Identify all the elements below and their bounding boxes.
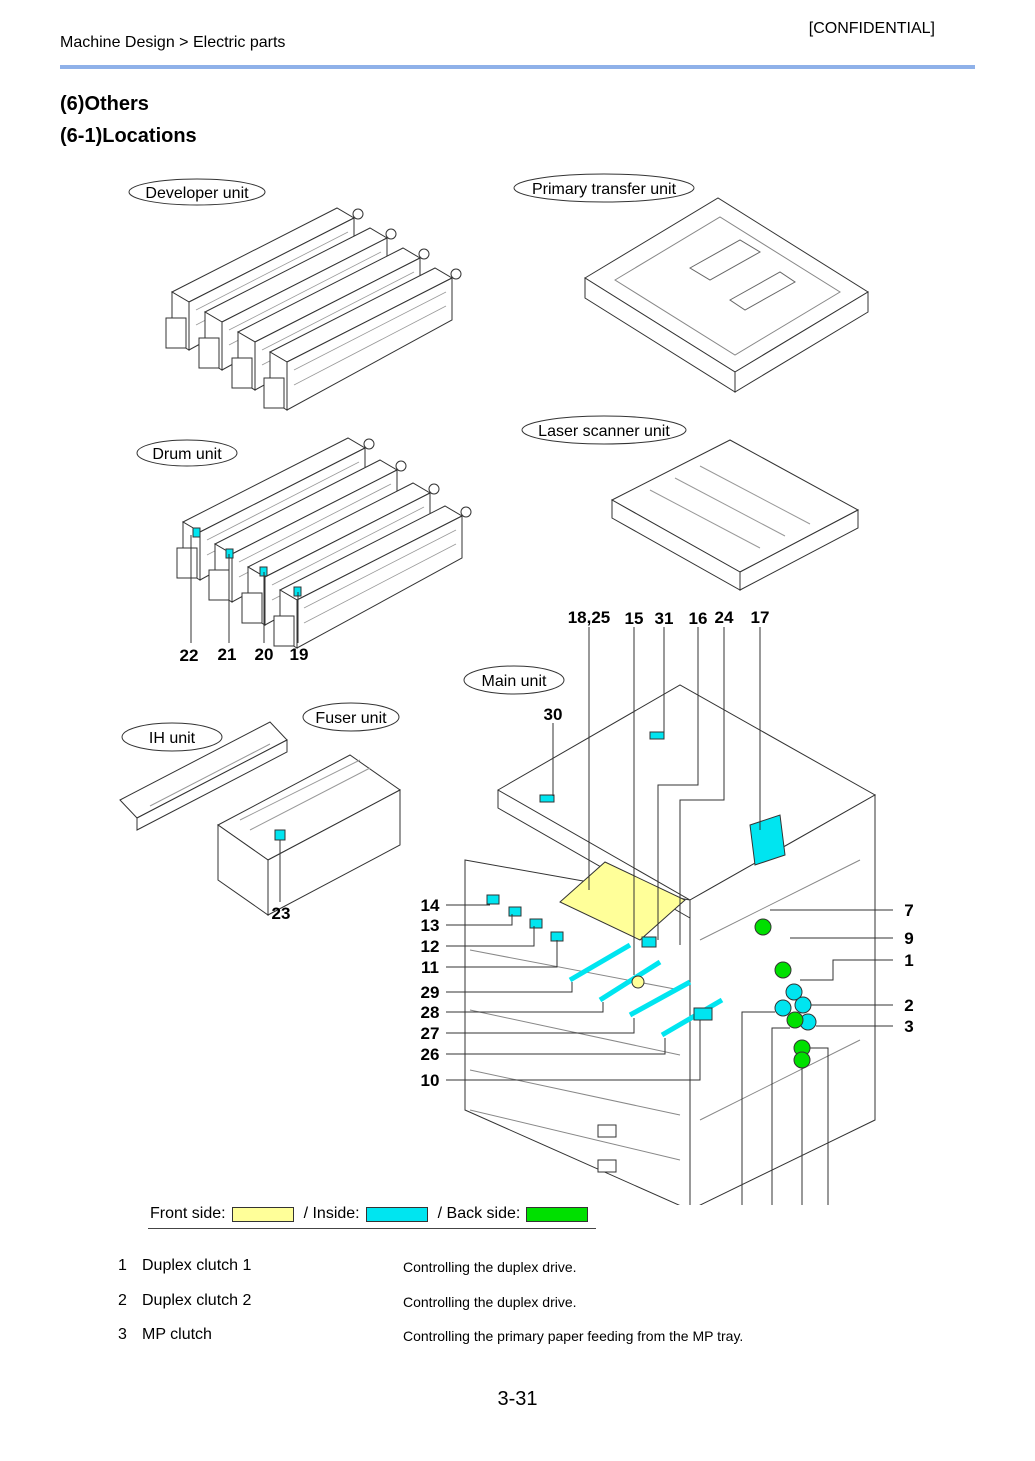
header-rule — [60, 65, 975, 69]
developer-unit-label: Developer unit — [145, 185, 249, 202]
fuser-sensor-23 — [274, 829, 286, 841]
drum-unit-label-oval — [136, 439, 238, 467]
callout-28: 28 — [421, 1003, 440, 1022]
callout-19: 19 — [290, 645, 309, 664]
table-row: 3 MP clutch Controlling the primary pape… — [0, 1326, 1035, 1356]
legend-inside-label: / Inside: — [303, 1205, 360, 1222]
part-number: 1 — [118, 1257, 127, 1274]
part-15 — [631, 975, 645, 989]
part-name: MP clutch — [142, 1326, 212, 1343]
legend-front-label: Front side: — [150, 1205, 226, 1222]
table-row: 2 Duplex clutch 2 Controlling the duplex… — [0, 1292, 1035, 1322]
callout-1: 1 — [904, 951, 913, 970]
callout-11: 11 — [421, 958, 439, 977]
laser-scanner-unit-label: Laser scanner unit — [538, 423, 670, 440]
ih-unit-label-oval — [121, 722, 223, 752]
part-31 — [649, 731, 665, 740]
primary-transfer-unit-drawing — [584, 197, 869, 393]
section-heading: (6)Others — [60, 93, 149, 115]
legend-back-swatch — [526, 1206, 589, 1222]
part-7 — [754, 918, 772, 936]
part-17 — [749, 814, 786, 866]
legend-inside-swatch — [365, 1206, 428, 1222]
part-name: Duplex clutch 2 — [142, 1292, 252, 1309]
subsection-heading: (6-1)Locations — [60, 125, 197, 147]
locations-diagram: Developer unit Primary transfer unit Dru… — [119, 173, 914, 1205]
part-6 — [793, 1051, 811, 1069]
primary-transfer-unit-label-oval — [513, 173, 695, 203]
legend-front-swatch — [231, 1206, 294, 1222]
part-12 — [529, 918, 543, 929]
part-26 — [660, 997, 724, 1038]
callout-17: 17 — [751, 608, 770, 627]
callout-13: 13 — [421, 916, 440, 935]
table-row: 1 Duplex clutch 1 Controlling the duplex… — [0, 1257, 1035, 1287]
callout-16: 16 — [689, 609, 708, 628]
callout-10: 10 — [421, 1071, 440, 1090]
main-unit-label-oval — [463, 665, 565, 695]
part-29 — [568, 942, 632, 983]
ih-unit-label: IH unit — [149, 730, 196, 747]
callout-29: 29 — [421, 983, 440, 1002]
color-legend: Front side: / Inside: / Back side: — [150, 1205, 592, 1223]
callout-20: 20 — [255, 645, 274, 664]
part-name: Duplex clutch 1 — [142, 1257, 252, 1274]
laser-scanner-unit-drawing — [610, 439, 860, 591]
fuser-unit-drawing — [217, 754, 401, 916]
main-unit-label: Main unit — [482, 673, 547, 690]
part-9 — [774, 961, 792, 979]
fuser-unit-label: Fuser unit — [315, 710, 387, 727]
operation-panel-18-25 — [559, 861, 686, 941]
part-16-24 — [641, 936, 657, 948]
callout-26: 26 — [421, 1045, 440, 1064]
laser-scanner-unit-label-oval — [521, 415, 687, 445]
main-unit-drawing — [446, 627, 893, 1205]
callout-22: 22 — [180, 646, 199, 665]
developer-unit-label-oval — [128, 178, 266, 206]
part-1 — [785, 983, 803, 1001]
legend-back-label: / Back side: — [437, 1205, 521, 1222]
part-30 — [539, 794, 555, 803]
part-10 — [693, 1007, 713, 1021]
callout-30: 30 — [544, 705, 563, 724]
callout-2: 2 — [904, 996, 913, 1015]
drum-unit-drawing — [176, 437, 472, 649]
callout-3: 3 — [904, 1017, 913, 1036]
breadcrumb: Machine Design > Electric parts — [60, 34, 286, 51]
part-description: Controlling the duplex drive. — [403, 1294, 577, 1310]
callout-14: 14 — [421, 896, 440, 915]
part-description: Controlling the duplex drive. — [403, 1259, 577, 1275]
developer-unit-drawing — [165, 207, 462, 411]
callout-9: 9 — [904, 929, 913, 948]
primary-transfer-unit-label: Primary transfer unit — [532, 181, 677, 198]
callout-23: 23 — [272, 904, 291, 923]
page-number: 3-31 — [497, 1388, 538, 1410]
part-5 — [786, 1011, 804, 1029]
callout-15: 15 — [625, 609, 644, 628]
callout-27: 27 — [421, 1024, 440, 1043]
callout-21: 21 — [218, 645, 237, 664]
part-number: 3 — [118, 1326, 127, 1343]
part-11 — [550, 931, 564, 942]
callout-18-25: 18,25 — [568, 608, 611, 627]
part-description: Controlling the primary paper feeding fr… — [403, 1328, 744, 1344]
callout-12: 12 — [421, 937, 440, 956]
part-4 — [774, 999, 792, 1017]
part-13 — [508, 906, 522, 917]
drum-sensor-22 — [192, 527, 201, 538]
callout-24: 24 — [715, 608, 734, 627]
part-2 — [794, 996, 812, 1014]
drum-unit-label: Drum unit — [152, 446, 222, 463]
part-27 — [628, 979, 692, 1018]
ih-unit-drawing — [119, 721, 288, 831]
fuser-unit-label-oval — [302, 702, 400, 732]
confidential-mark: [CONFIDENTIAL] — [808, 20, 935, 37]
part-14 — [486, 894, 500, 905]
callout-31: 31 — [655, 609, 674, 628]
part-number: 2 — [118, 1292, 127, 1309]
part-28 — [598, 959, 662, 1003]
callout-7: 7 — [904, 901, 913, 920]
legend-underline — [148, 1228, 596, 1229]
